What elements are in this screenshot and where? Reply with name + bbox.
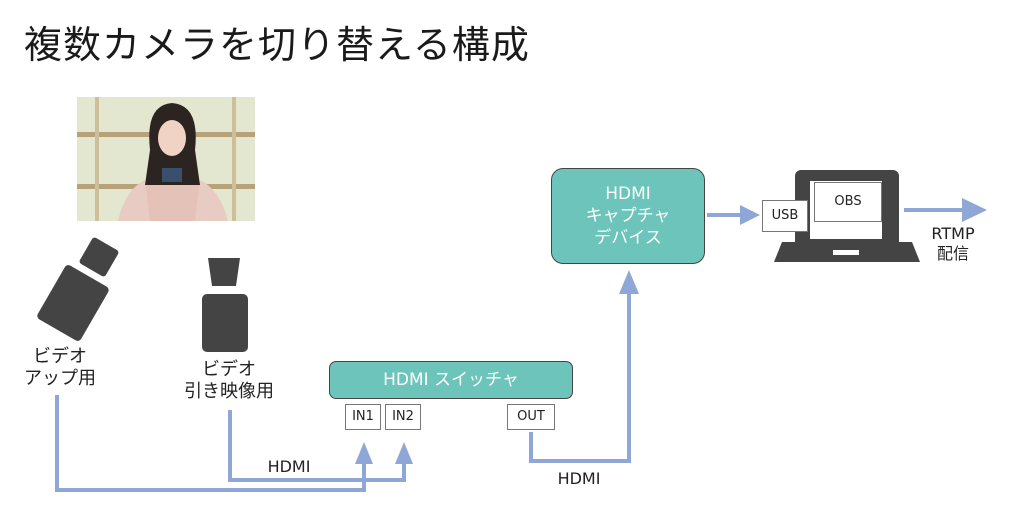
obs-label: OBS	[834, 194, 862, 209]
cable-label-out: HDMI	[557, 469, 601, 488]
port-out-label: OUT	[517, 409, 545, 424]
capture-line2: キャプチャ	[585, 206, 671, 226]
hdmi-switcher: HDMI スイッチャ	[329, 361, 573, 399]
port-in1: IN1	[345, 404, 381, 430]
camera-left-label-line2: アップ用	[24, 368, 96, 389]
camera-left-icon	[37, 237, 119, 341]
camera-left-label-line1: ビデオ	[33, 346, 87, 367]
capture-line1: HDMI	[605, 184, 651, 204]
cable-label-in: HDMI	[267, 457, 311, 476]
camera-right-label-line2: 引き映像用	[184, 381, 274, 402]
page-title: 複数カメラを切り替える構成	[24, 23, 530, 67]
arrowhead-rtmp	[962, 198, 987, 222]
port-in2: IN2	[385, 404, 421, 430]
arrowhead-in2	[395, 442, 413, 464]
rtmp-label-line2: 配信	[936, 244, 969, 263]
hdmi-cables	[55, 208, 965, 492]
switcher-label: HDMI スイッチャ	[383, 370, 519, 390]
camera-right-label-line1: ビデオ	[202, 359, 256, 380]
arrowhead-laptop	[740, 205, 760, 225]
capture-line3: デバイス	[594, 228, 662, 248]
cable-camera-left	[55, 395, 366, 492]
arrowhead-in1	[355, 442, 373, 464]
arrowhead-capture	[619, 270, 639, 294]
camera-right-label: ビデオ 引き映像用	[168, 359, 290, 403]
arrowheads	[355, 198, 987, 464]
rtmp-label-line1: RTMP	[931, 224, 975, 243]
port-in1-label: IN1	[352, 409, 374, 424]
port-out: OUT	[507, 404, 555, 430]
rtmp-label: RTMP 配信	[918, 224, 988, 264]
capture-device: HDMI キャプチャ デバイス	[551, 168, 705, 264]
obs-box: OBS	[814, 182, 882, 222]
usb-port: USB	[762, 200, 808, 232]
cable-camera-right	[228, 410, 406, 482]
usb-label: USB	[771, 208, 799, 223]
camera-left-label: ビデオ アップ用	[12, 346, 108, 390]
camera-right-icon	[202, 258, 248, 352]
port-in2-label: IN2	[392, 409, 414, 424]
cable-switcher-capture	[529, 292, 631, 463]
subject-photo	[77, 97, 255, 221]
